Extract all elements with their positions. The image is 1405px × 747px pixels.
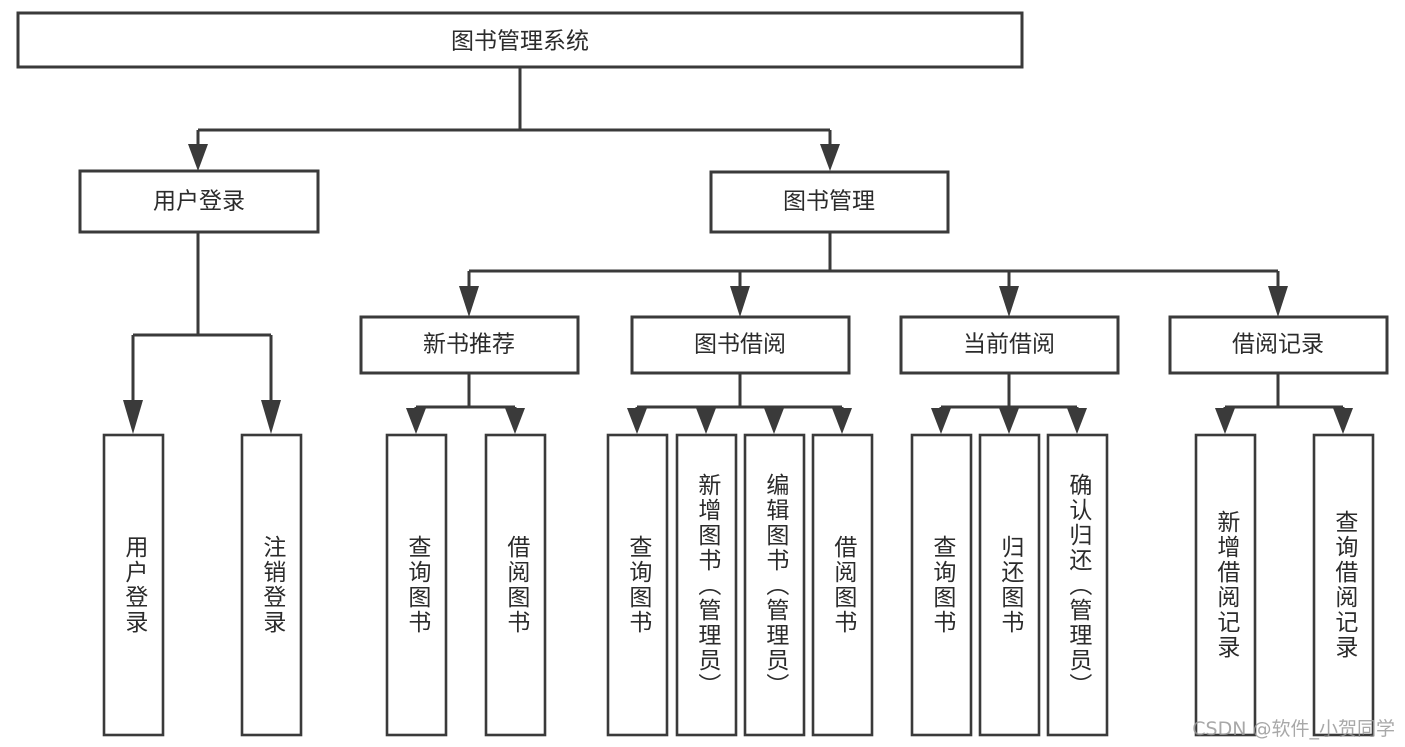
arrow-head-user-login (188, 144, 208, 171)
arrow-head-book-borrow (730, 286, 750, 317)
arrow-head-leaf-borrow-book-2 (832, 408, 852, 434)
connector-group-borrow-record (1215, 373, 1353, 434)
connector-group-current-borrow (931, 373, 1087, 434)
arrow-head-leaf-return-book (999, 408, 1019, 434)
node-user-login-box[interactable] (78, 169, 320, 234)
leaf-box-borrow-book-1[interactable] (484, 433, 547, 737)
node-book-management-label: 图书管理 (783, 189, 875, 215)
connector-group-book-borrow (627, 373, 852, 434)
leaf-box-confirm-return[interactable] (1046, 433, 1109, 737)
node-current-borrow[interactable]: 当前借阅 (899, 315, 1120, 375)
leaf-box-return-book[interactable] (978, 433, 1041, 737)
leaf-box-user-login[interactable] (102, 433, 165, 737)
arrow-head-leaf-edit-book (764, 408, 784, 434)
connector-group-user-login (123, 232, 281, 434)
leaf-box-borrow-book-2[interactable] (811, 433, 874, 737)
node-borrow-record-box[interactable] (1168, 315, 1389, 375)
arrow-head-leaf-confirm-return (1067, 408, 1087, 434)
node-root-box[interactable] (16, 11, 1024, 69)
arrow-head-leaf-query-book-3 (931, 408, 951, 434)
arrow-head-book-management (820, 144, 840, 171)
arrow-head-leaf-query-book-1 (406, 408, 426, 434)
leaf-box-query-book-1[interactable] (385, 433, 448, 737)
node-borrow-record-label: 借阅记录 (1232, 332, 1324, 358)
connector-group-new-book-recommend (406, 373, 525, 434)
node-user-login[interactable]: 用户登录 (78, 169, 320, 234)
connector-group-root (188, 67, 840, 171)
leaf-box-query-record[interactable] (1312, 433, 1375, 737)
leaf-box-add-record[interactable] (1194, 433, 1257, 737)
arrow-head-leaf-add-book (696, 408, 716, 434)
node-user-login-label: 用户登录 (153, 189, 245, 215)
arrow-head-new-book-recommend (459, 286, 479, 317)
arrow-head-leaf-query-record (1333, 408, 1353, 434)
node-book-borrow-box[interactable] (630, 315, 851, 375)
leaf-box-user-logout[interactable] (240, 433, 303, 737)
node-new-book-recommend-label: 新书推荐 (423, 332, 515, 358)
arrow-head-borrow-record (1268, 286, 1288, 317)
arrow-head-leaf-user-logout (261, 400, 281, 434)
leaf-box-add-book[interactable] (675, 433, 738, 737)
leaf-box-query-book-2[interactable] (606, 433, 669, 737)
node-current-borrow-box[interactable] (899, 315, 1120, 375)
node-new-book-recommend[interactable]: 新书推荐 (359, 315, 580, 375)
leaf-box-query-book-3[interactable] (910, 433, 973, 737)
node-new-book-recommend-box[interactable] (359, 315, 580, 375)
node-borrow-record[interactable]: 借阅记录 (1168, 315, 1389, 375)
arrow-head-leaf-add-record (1215, 408, 1235, 434)
csdn-watermark: CSDN @软件_小贺同学 (1192, 718, 1395, 740)
node-current-borrow-label: 当前借阅 (963, 332, 1055, 358)
arrow-head-leaf-query-book-2 (627, 408, 647, 434)
arrow-head-leaf-user-login (123, 400, 143, 434)
node-root[interactable]: 图书管理系统 (16, 11, 1024, 69)
node-book-management-box[interactable] (709, 170, 950, 234)
connector-group-book-management (459, 232, 1288, 317)
node-book-borrow[interactable]: 图书借阅 (630, 315, 851, 375)
node-root-label: 图书管理系统 (451, 29, 589, 55)
arrow-head-leaf-borrow-book-1 (505, 408, 525, 434)
node-book-borrow-label: 图书借阅 (694, 332, 786, 358)
node-book-management[interactable]: 图书管理 (709, 170, 950, 234)
leaf-box-edit-book[interactable] (743, 433, 806, 737)
arrow-head-current-borrow (999, 286, 1019, 317)
